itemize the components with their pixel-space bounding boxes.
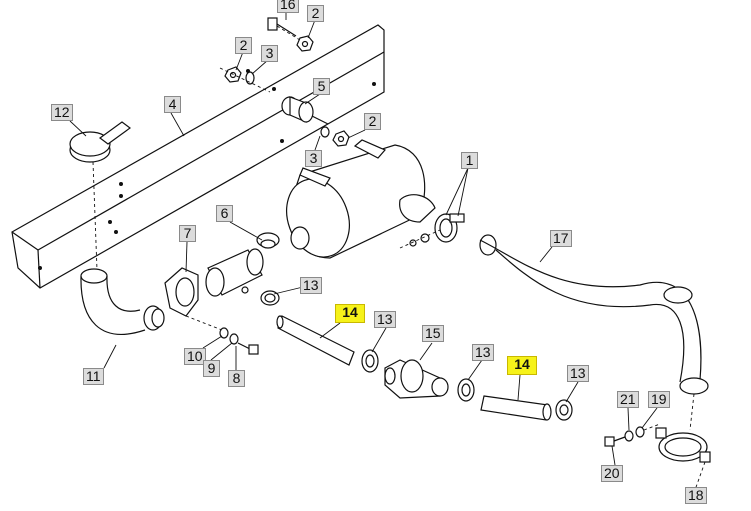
callout-2: 2	[364, 113, 381, 130]
clamp-18	[655, 427, 711, 491]
callout-6: 6	[216, 205, 233, 222]
callout-11: 11	[83, 368, 104, 385]
callout-5: 5	[313, 78, 330, 95]
washer-19	[635, 423, 661, 438]
pipe-6	[205, 232, 280, 297]
callout-2: 2	[235, 37, 252, 54]
callout-4: 4	[164, 96, 181, 113]
bolt-8	[237, 342, 259, 355]
callout-7: 7	[179, 225, 196, 242]
callout-15: 15	[422, 325, 444, 342]
callout-18: 18	[685, 487, 707, 504]
bolt-16	[267, 17, 301, 41]
tailpipe-11	[80, 268, 165, 335]
bracket-7	[164, 267, 223, 331]
callout-20: 20	[601, 465, 623, 482]
callout-13: 13	[374, 311, 396, 328]
callout-17: 17	[550, 230, 572, 247]
hose-14a	[276, 315, 355, 366]
nut-2-right	[332, 130, 350, 147]
leader-lines	[69, 8, 658, 466]
clamp-13b	[361, 349, 379, 373]
callout-3: 3	[305, 150, 322, 167]
fitting-15	[384, 359, 449, 399]
callout-14-highlighted: 14	[507, 356, 537, 375]
washer-21	[624, 430, 634, 442]
callout-2: 2	[307, 5, 324, 22]
callout-10: 10	[184, 348, 206, 365]
callout-1: 1	[461, 152, 478, 169]
clamp-13d	[555, 399, 573, 421]
bolt-20	[604, 436, 626, 447]
callout-3: 3	[261, 45, 278, 62]
clamp-1	[399, 213, 465, 249]
callout-13: 13	[472, 344, 494, 361]
callout-12: 12	[51, 104, 73, 121]
washer-3-right	[320, 126, 330, 138]
callout-13: 13	[567, 365, 589, 382]
washer-9	[229, 333, 239, 345]
rain-cap-12	[69, 121, 132, 271]
washer-3-left	[219, 67, 271, 93]
elbow-pipe-17	[479, 234, 709, 431]
callout-9: 9	[203, 360, 220, 377]
nut-2-top	[296, 35, 314, 52]
hose-14b	[480, 395, 552, 421]
washer-10	[219, 327, 229, 339]
muffler-mount-5	[281, 96, 329, 125]
muffler-1	[286, 139, 436, 259]
clamp-13c	[457, 378, 475, 402]
callout-21: 21	[617, 391, 639, 408]
callout-19: 19	[648, 391, 670, 408]
callout-16: 16	[277, 0, 299, 13]
clamp-13a	[260, 290, 280, 306]
callout-8: 8	[228, 370, 245, 387]
callout-13: 13	[300, 277, 322, 294]
callout-14-highlighted: 14	[335, 304, 365, 323]
